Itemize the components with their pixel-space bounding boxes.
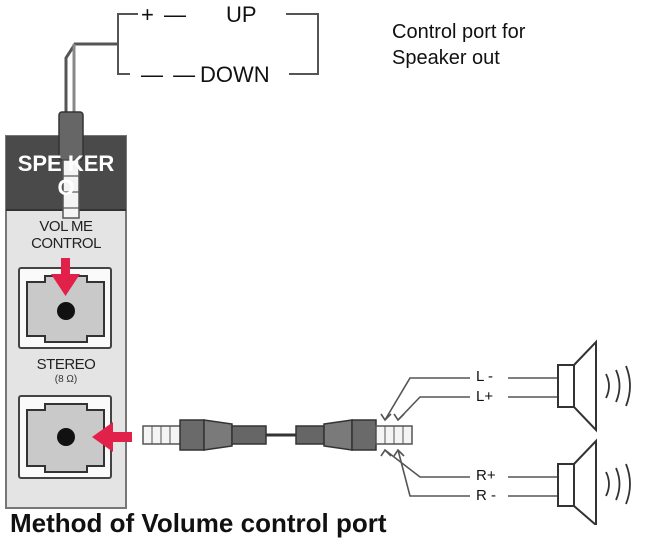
pin-r-plus: R+ — [476, 467, 496, 484]
sound-waves-icon — [605, 463, 631, 505]
down-polarity-label: — — — [141, 62, 198, 87]
speaker-out-header-2: O — [57, 175, 75, 200]
control-wire-bracket — [64, 13, 319, 120]
pin-leader-lines — [380, 377, 558, 497]
audio-plug-icon — [142, 419, 267, 451]
pin-r-minus: R - — [476, 487, 496, 504]
volume-control-jack-icon[interactable] — [18, 267, 112, 349]
pin-l-plus: L+ — [476, 388, 494, 405]
diagram-title: Method of Volume control port — [10, 508, 387, 538]
audio-plug-icon — [295, 419, 413, 451]
volume-control-label-1: VOL ME — [39, 218, 93, 235]
down-label: DOWN — [200, 62, 270, 87]
stereo-impedance-label: (8 Ω) — [54, 374, 78, 385]
control-plug-icon — [58, 111, 84, 219]
connection-diagram — [5, 13, 631, 525]
caption-line-2: Speaker out — [392, 47, 500, 69]
up-label: UP — [226, 2, 257, 27]
pin-l-minus: L - — [476, 368, 493, 385]
volume-control-label-2: CONTROL — [31, 235, 101, 252]
up-polarity-label: + — — [141, 2, 188, 27]
speaker-out-header-1: SPE KER — [17, 151, 115, 176]
speaker-icon — [557, 438, 597, 525]
arrow-icon — [51, 258, 80, 296]
sound-waves-icon — [605, 365, 631, 407]
stereo-label: STEREO — [36, 356, 96, 373]
caption-line-1: Control port for — [392, 21, 526, 43]
arrow-icon — [92, 422, 132, 452]
stereo-jack-icon[interactable] — [18, 395, 112, 479]
speaker-icon — [557, 339, 597, 433]
